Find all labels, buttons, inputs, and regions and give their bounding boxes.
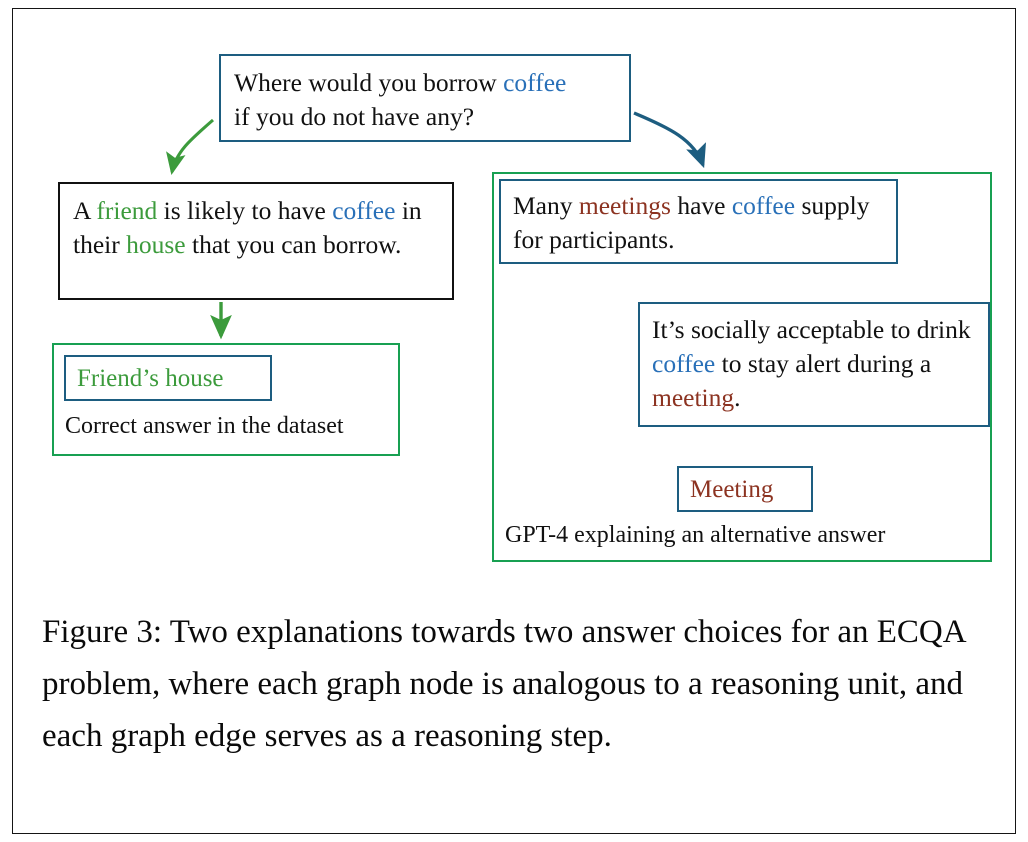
edge-question-to-friend bbox=[166, 118, 215, 176]
friend-entity-house: house bbox=[126, 230, 186, 259]
social-text-part-3: . bbox=[734, 383, 741, 412]
friend-explanation-text: A friend is likely to have coffee in the… bbox=[73, 194, 440, 262]
figure-caption: Figure 3: Two explanations towards two a… bbox=[42, 614, 965, 754]
friend-house-answer-node[interactable]: Friend’s house bbox=[64, 355, 272, 401]
friend-explanation-part-1: A bbox=[73, 196, 97, 225]
question-node[interactable]: Where would you borrow coffee if you do n… bbox=[219, 54, 631, 142]
social-entity-coffee: coffee bbox=[652, 349, 716, 378]
meeting-answer-node[interactable]: Meeting bbox=[677, 466, 813, 512]
meetings-text-part-1: Many bbox=[513, 191, 579, 220]
social-entity-meeting: meeting bbox=[652, 383, 735, 412]
gpt4-explanation-group: Many meetings have coffee supply for par… bbox=[492, 172, 992, 562]
social-acceptance-text: It’s socially acceptable to drink coffee… bbox=[652, 313, 978, 415]
question-text: Where would you borrow coffee if you do n… bbox=[234, 66, 617, 134]
question-text-part-2: if you do not have any? bbox=[234, 102, 475, 131]
correct-answer-group: Friend’s house Correct answer in the dat… bbox=[52, 343, 400, 456]
correct-answer-group-caption: Correct answer in the dataset bbox=[65, 413, 344, 439]
meetings-explanation-node[interactable]: Many meetings have coffee supply for par… bbox=[499, 179, 898, 264]
question-entity-coffee: coffee bbox=[503, 68, 567, 97]
meeting-answer-label: Meeting bbox=[690, 476, 774, 503]
friend-explanation-part-3: in their bbox=[73, 196, 422, 259]
friend-house-answer-label: Friend’s house bbox=[77, 365, 224, 392]
friend-entity-coffee: coffee bbox=[332, 196, 396, 225]
meetings-text-part-2: have bbox=[670, 191, 732, 220]
meetings-entity-meetings: meetings bbox=[578, 191, 671, 220]
gpt4-group-caption: GPT-4 explaining an alternative answer bbox=[505, 522, 886, 548]
question-text-part-1: Where would you borrow bbox=[234, 68, 504, 97]
social-text-part-2: to stay alert during a bbox=[715, 349, 932, 378]
edge-question-to-meetings bbox=[633, 111, 706, 169]
friend-explanation-part-2: is likely to have bbox=[157, 196, 333, 225]
meetings-entity-coffee: coffee bbox=[731, 191, 796, 220]
meetings-text-part-3: supply for participants. bbox=[513, 191, 870, 254]
friend-explanation-node[interactable]: A friend is likely to have coffee in the… bbox=[58, 182, 454, 300]
meetings-explanation-text: Many meetings have coffee supply for par… bbox=[513, 189, 886, 257]
social-acceptance-node[interactable]: It’s socially acceptable to drink coffee… bbox=[638, 302, 990, 427]
friend-entity-friend: friend bbox=[96, 196, 158, 225]
social-text-part-1: It’s socially acceptable to drink bbox=[652, 315, 971, 344]
friend-explanation-part-4: that you can borrow. bbox=[185, 230, 402, 259]
